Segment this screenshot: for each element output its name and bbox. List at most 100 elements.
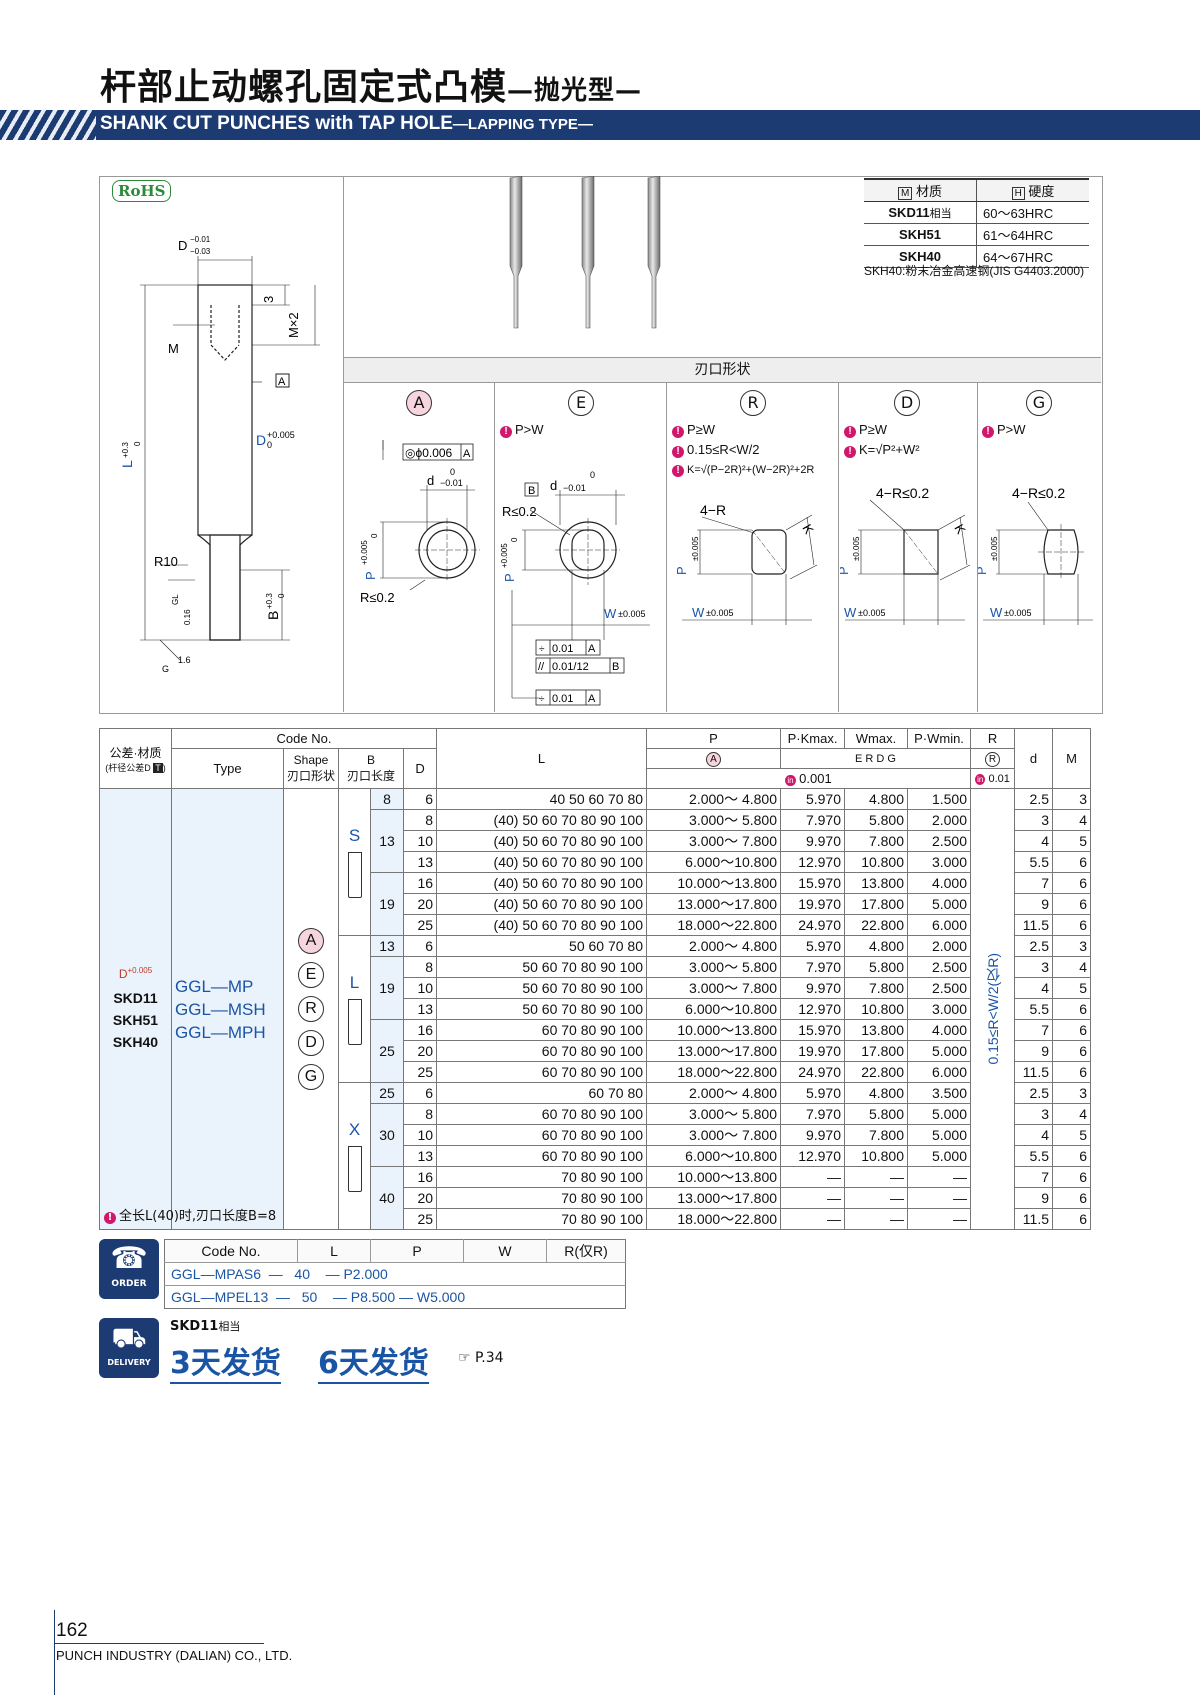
d-cell: 16: [403, 872, 438, 894]
rohs-badge: RoHS: [112, 180, 172, 202]
pwmin-cell: 2.500: [907, 977, 972, 999]
punch-profile-icon: [347, 999, 362, 1045]
pwmin-cell: 3.000: [907, 998, 972, 1020]
header-r-unit-icon: in: [975, 773, 986, 785]
l-cell: (40) 50 60 70 80 90 100: [436, 893, 648, 915]
p-cell: 2.000～ 4.800: [646, 788, 782, 810]
header-code-no: Code No.: [170, 728, 438, 749]
shape-a-label: A: [406, 390, 432, 416]
shape-r-label: R: [740, 390, 766, 416]
shape-e-label: E: [568, 390, 594, 416]
shape-g-badge: G: [1026, 390, 1052, 416]
dim-D-plus-zero: 0: [267, 440, 272, 450]
b-cell: 19: [370, 956, 405, 1020]
p-cell: 2.000～ 4.800: [646, 1082, 782, 1104]
hardness-header-label: 硬度: [1028, 184, 1055, 199]
m-cell: 6: [1052, 1061, 1092, 1083]
truck-icon: ⛟: [111, 1321, 147, 1354]
d-small-cell: 7: [1014, 1166, 1054, 1188]
hardness-icon: H: [1011, 187, 1025, 200]
hardness: 60～63HRC: [976, 201, 1089, 224]
d-small-cell: 2.5: [1014, 1082, 1054, 1104]
l-cell: 60 70 80: [436, 1082, 648, 1104]
m-cell: 6: [1052, 1145, 1092, 1167]
wmax-cell: 10.800: [844, 1145, 909, 1167]
pwmin-cell: 5.000: [907, 893, 972, 915]
material-name-text: SKD11: [888, 204, 930, 220]
dim-r: R≤0.2: [502, 504, 537, 519]
l-cell: 50 60 70 80 90 100: [436, 977, 648, 999]
p-cell: 18.000～22.800: [646, 914, 782, 936]
wmax-cell: 22.800: [844, 914, 909, 936]
b-cell: 13: [370, 809, 405, 873]
header-unit-icon: in: [785, 775, 796, 786]
l-cell: 60 70 80 90 100: [436, 1019, 648, 1041]
shape-badge: D: [298, 1030, 324, 1056]
type-code: GGL—MP: [175, 976, 254, 996]
dim-D-plus-tol: +0.005: [267, 430, 295, 440]
d-small-cell: 3: [1014, 1103, 1054, 1125]
dim-4r: 4−R: [700, 502, 726, 518]
d-small-cell: 9: [1014, 1187, 1054, 1209]
d-cell: 16: [403, 1019, 438, 1041]
order-header-l: L: [297, 1239, 371, 1263]
p-tol: ±0.005: [852, 536, 861, 561]
p-cell: 3.000～ 5.800: [646, 956, 782, 978]
r-range-cell: 0.15≤R<W/2(仅R): [970, 788, 1016, 1230]
d-zero: 0: [450, 467, 455, 477]
material-name: SKH40: [112, 1033, 159, 1050]
shape-r-cond3: K=√(P−2R)²+(W−2R)²+2R: [687, 464, 815, 476]
m-cell: 6: [1052, 998, 1092, 1020]
wmax-cell: —: [844, 1208, 909, 1230]
delivery-ref[interactable]: ☞ P.34: [458, 1350, 504, 1366]
footnote: !全长L(40)时,刃口长度B=8: [104, 1205, 276, 1224]
d-small-cell: 3: [1014, 809, 1054, 831]
shape-a-badge: A: [406, 390, 432, 416]
pwmin-cell: 5.000: [907, 1124, 972, 1146]
shape-d-cond: !P≥W !K=√P²+W²: [844, 420, 920, 460]
company-name: PUNCH INDUSTRY (DALIAN) CO., LTD.: [56, 1648, 293, 1663]
shape-g-label: G: [1026, 390, 1052, 416]
header-r: R: [970, 728, 1016, 749]
p-cell: 3.000～ 7.800: [646, 1124, 782, 1146]
header-tolerance: 公差·材质(杆径公差D T): [99, 728, 172, 789]
dim-D: D: [178, 238, 187, 253]
m-cell: 5: [1052, 1124, 1092, 1146]
m-cell: 3: [1052, 1082, 1092, 1104]
d-cell: 8: [403, 956, 438, 978]
dim-k: K: [799, 522, 816, 537]
b-cell: 30: [370, 1103, 405, 1167]
delivery-material: SKD11相当: [170, 1318, 240, 1334]
p-cell: 3.000～ 7.800: [646, 830, 782, 852]
shape-group-letter: L: [349, 973, 360, 992]
pkmax-cell: 5.970: [780, 935, 846, 957]
pkmax-cell: 19.970: [780, 893, 846, 915]
dim-L-zero: 0: [133, 441, 142, 446]
dim-G: G: [162, 664, 169, 674]
divider: [977, 381, 978, 712]
hardness: 61～64HRC: [976, 223, 1089, 246]
l-cell: 40 50 60 70 80: [436, 788, 648, 810]
l-cell: 50 60 70 80 90 100: [436, 956, 648, 978]
l-cell: 70 80 90 100: [436, 1208, 648, 1230]
header-p-a-badge: A: [706, 752, 722, 767]
tol-ref: A: [588, 643, 596, 655]
shape-badge: R: [298, 996, 324, 1022]
header-r-r: R: [970, 748, 1016, 769]
shape-e-drawing: B 0 d −0.01 R≤0.2 P +0.005 0 W ±0.005 ÷ …: [500, 470, 650, 706]
l-cell: 60 70 80 90 100: [436, 1145, 648, 1167]
pwmin-cell: 2.500: [907, 830, 972, 852]
material-name: SKH40: [864, 245, 977, 268]
header-wmax: Wmax.: [844, 728, 909, 749]
header-shape-cn: 刃口形状: [287, 769, 336, 783]
d-small-cell: 11.5: [1014, 1061, 1054, 1083]
dim-p: P: [840, 566, 851, 575]
pkmax-cell: —: [780, 1187, 846, 1209]
d-zero: 0: [590, 470, 595, 480]
pkmax-cell: 5.970: [780, 1082, 846, 1104]
b-cell: 19: [370, 872, 405, 936]
dim-M: M: [168, 341, 179, 356]
